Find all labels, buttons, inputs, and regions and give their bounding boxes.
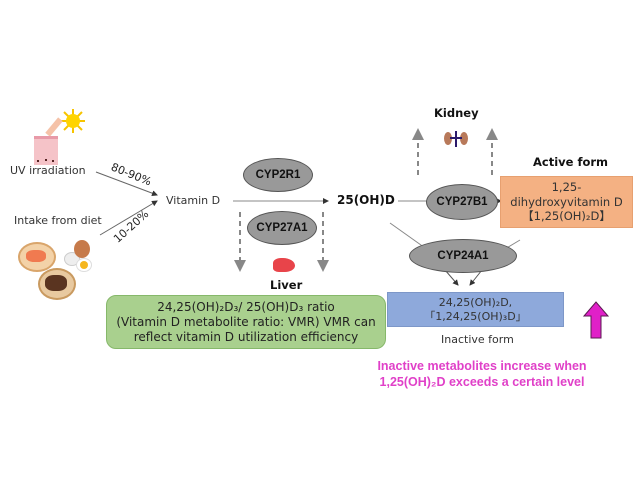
active-form-label: Active form: [533, 155, 609, 169]
active-form-box: 1,25- dihydroxyvitamin D 【1,25(OH)₂D】: [500, 176, 633, 228]
note-line1: Inactive metabolites increase when: [377, 359, 587, 373]
enzyme-cyp2r1: CYP2R1: [243, 158, 313, 192]
kidney-label: Kidney: [434, 106, 479, 120]
vmr-box: 24,25(OH)₂D₃/ 25(OH)D₃ ratio (Vitamin D …: [106, 295, 386, 349]
inactive-box-line1: 24,25(OH)₂D,: [438, 295, 513, 309]
vitamin-d-label: Vitamin D: [166, 194, 221, 207]
inactive-box-line2: 「1,24,25(OH)₃D」: [424, 309, 527, 323]
vmr-line3: reflect vitamin D utilization efficiency: [133, 329, 359, 344]
liver-label: Liver: [270, 278, 303, 292]
cyp24a1-to-inactive-right: [469, 269, 483, 286]
diet-arrow: [99, 200, 158, 236]
vmr-line2: (Vitamin D metabolite ratio: VMR) VMR ca…: [116, 314, 376, 329]
increase-arrow-icon: [582, 301, 610, 339]
cyp24a1-to-inactive-left: [444, 269, 459, 286]
liver-icon: [273, 258, 295, 272]
active-box-line2: dihydroxyvitamin D: [510, 194, 623, 209]
25ohd-label: 25(OH)D: [337, 193, 395, 207]
note-line2: 1,25(OH)₂D exceeds a certain level: [379, 375, 585, 390]
inactive-increase-note: Inactive metabolites increase when 1,25(…: [358, 358, 606, 391]
diet-intake-label: Intake from diet: [14, 214, 102, 227]
vmr-line1: 24,25(OH)₂D₃/ 25(OH)D₃ ratio: [157, 299, 335, 314]
enzyme-cyp24a1: CYP24A1: [409, 239, 517, 273]
active-box-line3: 【1,25(OH)₂D】: [522, 209, 611, 224]
sun-icon: [60, 108, 86, 134]
skin-icon: [34, 136, 58, 165]
kidney-icon: [444, 131, 468, 147]
active-box-line1: 1,25-: [551, 180, 582, 195]
uv-arrow: [95, 171, 158, 197]
enzyme-cyp27a1: CYP27A1: [247, 211, 317, 245]
uv-irradiation-label: UV irradiation: [10, 164, 86, 177]
inactive-form-label: Inactive form: [441, 333, 514, 346]
enzyme-cyp27b1: CYP27B1: [426, 184, 498, 220]
inactive-form-box: 24,25(OH)₂D, 「1,24,25(OH)₃D」: [387, 292, 564, 327]
food-icon: [18, 240, 98, 300]
